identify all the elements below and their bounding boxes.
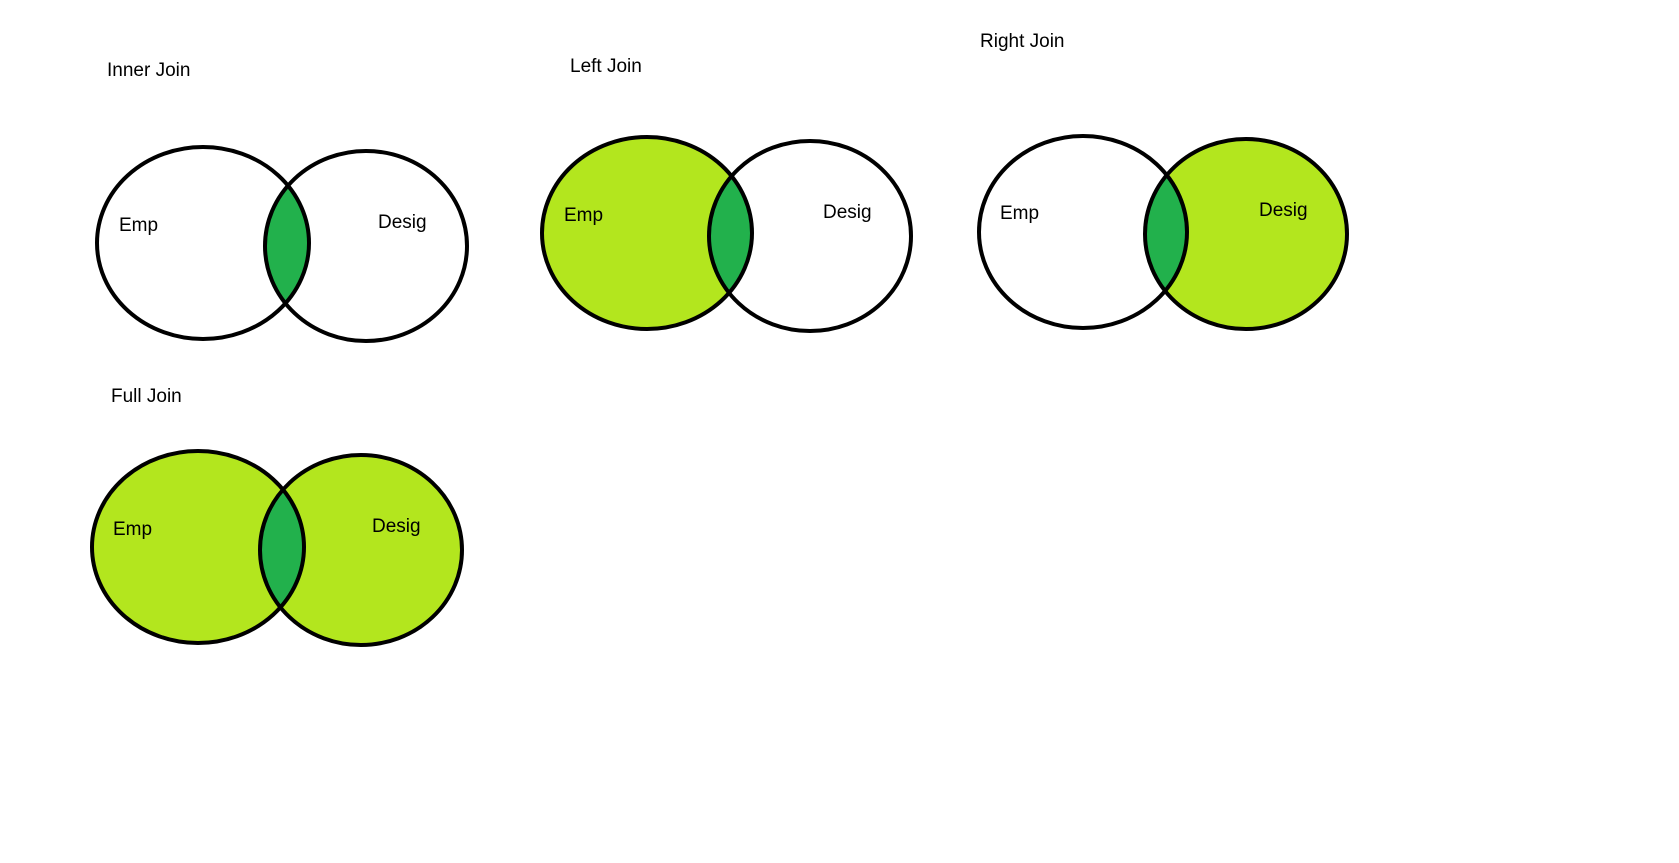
emp-set-circle (540, 135, 754, 331)
desig-set-label: Desig (823, 202, 872, 223)
left-join-diagram: Left Join Emp Desig (540, 56, 913, 333)
desig-set-label: Desig (378, 212, 427, 233)
desig-set-label: Desig (372, 516, 421, 537)
emp-set-circle (95, 145, 311, 341)
emp-set-circle (90, 449, 306, 645)
emp-set-circle (977, 134, 1189, 330)
full-join-diagram: Full Join Emp Desig (90, 386, 464, 647)
emp-set-fill (97, 147, 309, 339)
desig-set-fill (265, 151, 467, 341)
inner-join-diagram: Inner Join Emp Desig (95, 60, 469, 343)
emp-set-label: Emp (119, 215, 158, 236)
full-join-title: Full Join (111, 386, 182, 407)
emp-set-fill (92, 451, 304, 643)
emp-set-fill (979, 136, 1187, 328)
desig-set-fill (260, 455, 462, 645)
desig-set-circle (707, 139, 913, 333)
desig-set-label: Desig (1259, 200, 1308, 221)
emp-set-label: Emp (113, 519, 152, 540)
desig-set-circle (1143, 137, 1349, 331)
desig-set-circle (258, 453, 464, 647)
emp-set-fill (542, 137, 752, 329)
desig-set-fill (709, 141, 911, 331)
desig-set-circle (263, 149, 469, 343)
desig-set-fill (1145, 139, 1347, 329)
right-join-diagram: Right Join Emp Desig (977, 31, 1349, 331)
inner-join-title: Inner Join (107, 60, 190, 81)
left-join-title: Left Join (570, 56, 642, 77)
right-join-title: Right Join (980, 31, 1065, 52)
emp-set-label: Emp (1000, 203, 1039, 224)
emp-set-label: Emp (564, 205, 603, 226)
